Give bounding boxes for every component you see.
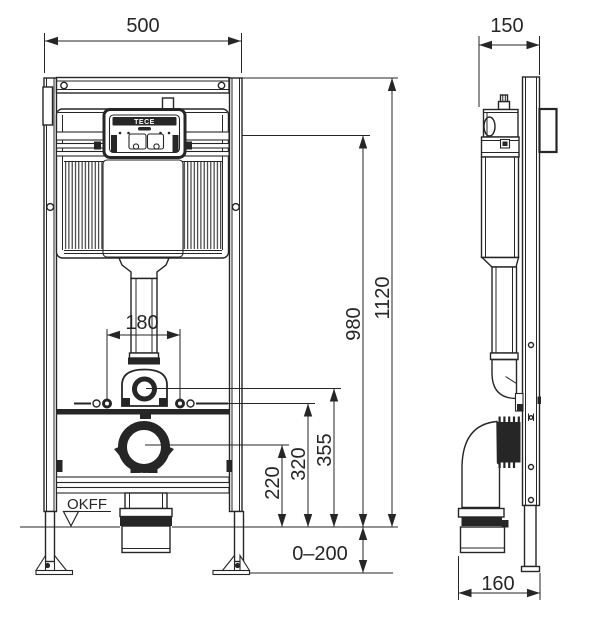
dimensions: 500 150 180 1120 [20,15,541,600]
water-supply-connections [56,398,229,419]
okff-label: OKFF [67,496,107,513]
dim-980-label: 980 [343,307,365,340]
adjustable-leg [233,510,245,563]
rail-bolt-hole [231,202,240,212]
lower-crossbar [55,486,230,494]
dim-160: 160 [458,556,541,600]
side-view [457,76,558,573]
leg-lock-clip [226,460,233,472]
plate-tab [172,135,179,152]
flush-pipe [130,277,158,354]
dim-150: 150 [478,15,540,107]
screw-hole [217,81,226,90]
bar-bolt [185,141,192,150]
cistern-insulation-ribs [183,162,222,249]
anchor-hole [234,562,241,569]
logo-bar [112,117,177,126]
rail-bolt-hole [46,202,55,212]
dim-220-label: 220 [262,466,284,499]
wall-bracket [538,107,558,154]
cistern-insulation-ribs [64,162,103,249]
dim-355-label: 355 [314,433,336,466]
foot-plate [212,569,251,576]
adjustable-leg [44,510,56,563]
okff-marker: OKFF [62,496,111,528]
screw-hole [60,81,68,90]
protection-plug [161,97,175,111]
dim-320-label: 320 [288,447,310,480]
drain-seal [120,516,172,526]
drain-pipe [124,492,168,510]
dim-1120-label: 1120 [372,276,394,319]
cistern-outlet-funnel [117,257,171,280]
inspection-panel [102,159,184,258]
wc-connection-block [497,422,521,463]
side-cistern [480,94,520,268]
lower-crossbar [55,476,230,484]
bar-bolt [94,141,101,150]
dim-980: 980 [242,135,370,527]
dim-220: 220 [145,444,289,527]
dim-150-label: 150 [490,15,523,37]
dim-180-label: 180 [125,312,158,334]
anchor-hole [44,562,51,569]
front-view: TECE [35,76,251,576]
flush-pipe-assembly [117,257,171,407]
flush-plate: TECE [102,97,187,159]
side-foot [520,565,541,573]
plate-tab [111,135,117,152]
water-valve-fitting [499,94,509,103]
side-rail [520,76,558,573]
dim-355: 355 [146,388,341,527]
drain-elbow [461,420,501,509]
side-drain [457,416,521,554]
dim-180: 180 [106,312,181,399]
top-crossbar [55,76,230,94]
plate-slot [138,127,151,131]
frame-feet [35,510,251,576]
flush-elbow [491,358,518,400]
dim-1120: 1120 [242,77,398,527]
dim-500-label: 500 [126,15,159,37]
drain-seal [461,517,502,526]
dim-320: 320 [228,403,315,527]
tece-logo: TECE [134,119,155,126]
dim-0-200-label: 0–200 [292,543,348,565]
wall-anchor-bracket [42,86,54,126]
dim-0-200: 0–200 [250,527,393,574]
drain-socket [459,526,506,554]
side-flush-pipe [489,266,524,412]
drain-connection-ring [118,421,170,473]
pipe-coupling [128,357,160,365]
leg-lock-clip [56,460,63,472]
frame-rail-left [42,77,63,513]
side-leg [523,504,537,568]
drain-assembly [55,421,230,554]
dim-500: 500 [44,15,242,73]
foot-plate [35,569,74,576]
mounting-rail [56,409,229,415]
dim-160-label: 160 [481,573,514,595]
